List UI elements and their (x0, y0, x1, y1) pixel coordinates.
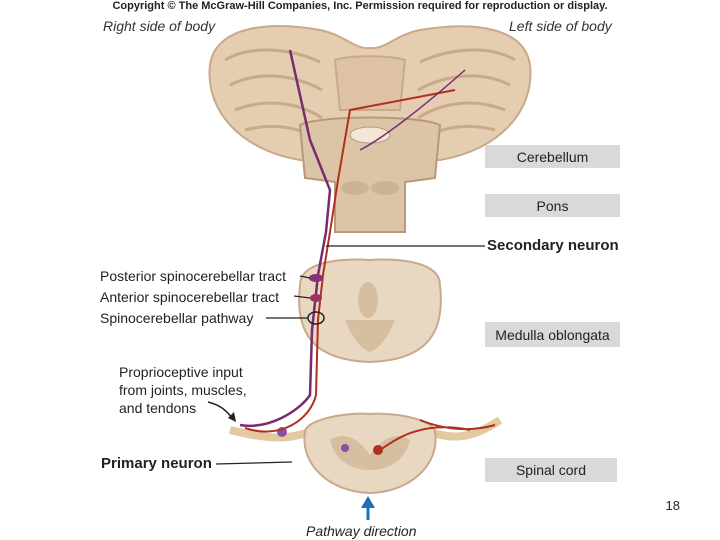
cerebellum-illustration (208, 25, 532, 161)
medulla-illustration (298, 258, 442, 364)
pathway-direction-arrow-icon (361, 496, 375, 520)
proprioceptive-line-1: Proprioceptive input (119, 364, 243, 380)
tract-lines (239, 49, 496, 451)
pathway-direction-label: Pathway direction (306, 523, 417, 539)
page-number: 18 (665, 498, 680, 513)
medulla-label: Medulla oblongata (485, 322, 620, 347)
cerebellum-label: Cerebellum (485, 145, 620, 168)
spinal-cord-illustration (229, 412, 503, 495)
posterior-tract-label: Posterior spinocerebellar tract (100, 268, 286, 284)
proprioceptive-line-2: from joints, muscles, (119, 382, 247, 398)
proprioceptive-arrow-icon (207, 401, 236, 422)
proprioceptive-input-label: Proprioceptive input from joints, muscle… (119, 363, 247, 417)
primary-neuron-label: Primary neuron (101, 455, 212, 472)
proprioceptive-line-3: and tendons (119, 400, 197, 416)
anterior-tract-label: Anterior spinocerebellar tract (100, 289, 279, 305)
pathway-label: Spinocerebellar pathway (100, 310, 254, 326)
left-side-label: Left side of body (509, 18, 612, 34)
copyright-notice: Copyright © The McGraw-Hill Companies, I… (112, 0, 608, 12)
leader-lines (215, 245, 485, 465)
pons-label: Pons (485, 194, 620, 217)
pons-illustration (298, 116, 442, 233)
secondary-neuron-label: Secondary neuron (487, 237, 619, 254)
spinal-cord-label: Spinal cord (485, 458, 617, 482)
right-side-label: Right side of body (103, 18, 216, 34)
